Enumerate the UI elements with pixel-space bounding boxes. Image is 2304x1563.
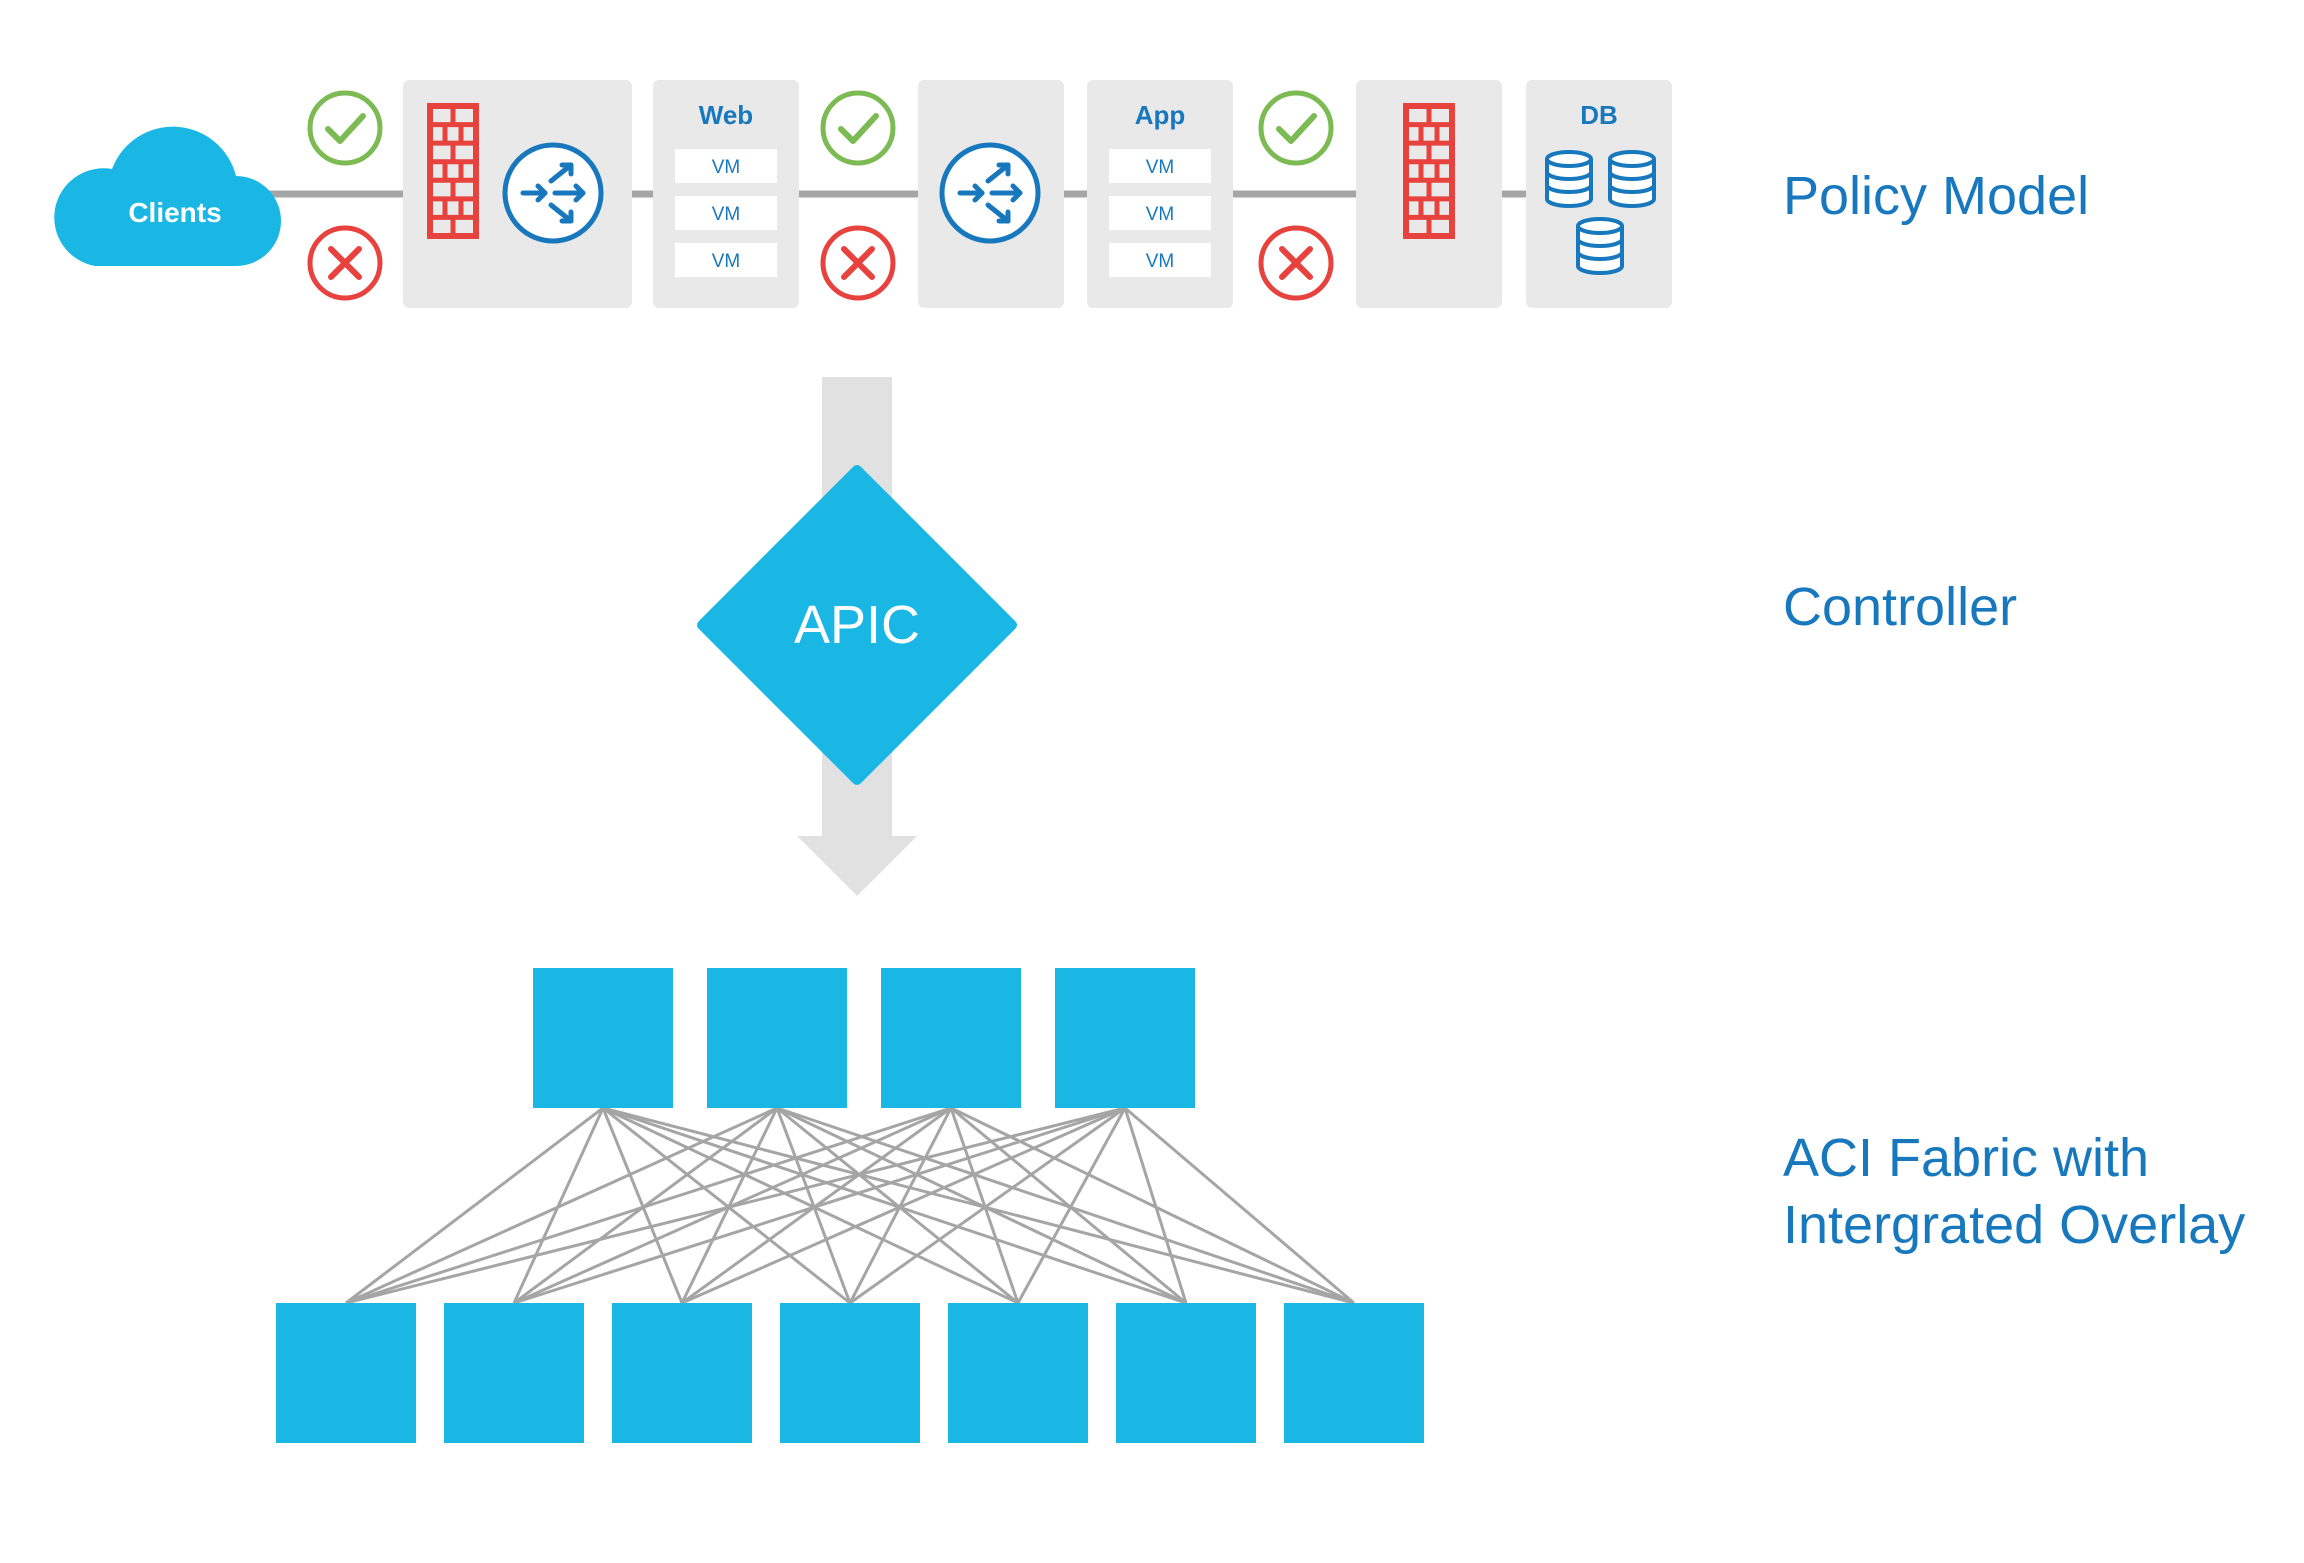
load-balancer-icon [942, 145, 1038, 241]
fabric-link [1123, 1107, 1188, 1304]
leaf-switch [948, 1303, 1088, 1443]
tier-label-policy-model: Policy Model [1783, 166, 2089, 226]
deny-icon [310, 228, 380, 298]
tier-label-fabric-line2: Intergrated Overlay [1783, 1195, 2245, 1255]
fabric-link [681, 1106, 1126, 1305]
database-icon [1576, 217, 1624, 275]
spine-switch [533, 968, 673, 1108]
vm-label: VM [1146, 204, 1175, 225]
deny-icon [1261, 228, 1331, 298]
allow-icon [1261, 93, 1331, 163]
vm-label: VM [1146, 157, 1175, 178]
leaf-switch [1116, 1303, 1256, 1443]
leaf-switch [444, 1303, 584, 1443]
clients-cloud: Clients [54, 126, 282, 267]
vm-box [675, 149, 777, 183]
vm-label: VM [712, 157, 741, 178]
tier-label-fabric-line1: ACI Fabric with [1783, 1128, 2149, 1188]
fabric-link [1016, 1107, 1127, 1304]
tier-label-controller: Controller [1783, 577, 2017, 637]
fabric-link [776, 1106, 1187, 1305]
spine-switch [881, 968, 1021, 1108]
app-tier-title: App [1135, 100, 1186, 130]
fabric-link [1124, 1106, 1355, 1305]
vm-label: VM [712, 204, 741, 225]
vm-label: VM [1146, 251, 1175, 272]
spine-switch [1055, 968, 1195, 1108]
database-icon [1608, 150, 1656, 208]
vm-box [1109, 149, 1211, 183]
fabric-link [849, 1106, 1126, 1305]
vm-box [1109, 243, 1211, 277]
fabric-link [602, 1106, 1187, 1305]
allow-icon [310, 93, 380, 163]
db-tier-panel: DB [1526, 80, 1672, 308]
vm-box [675, 243, 777, 277]
leaf-switches [276, 1303, 1424, 1443]
fabric-link [345, 1106, 604, 1305]
fabric-link [345, 1106, 952, 1305]
leaf-switch [780, 1303, 920, 1443]
fabric-link [776, 1106, 1355, 1305]
vm-label: VM [712, 251, 741, 272]
fabric-link [601, 1107, 684, 1304]
fabric-link [602, 1106, 1019, 1305]
app-tier-panel: App VM VM VM [1087, 80, 1233, 308]
fabric-link [513, 1106, 1126, 1305]
fabric-link [776, 1106, 1019, 1305]
fabric-link [950, 1106, 1355, 1305]
leaf-switch [276, 1303, 416, 1443]
db-tier-title: DB [1580, 100, 1618, 130]
web-tier-title: Web [699, 100, 753, 130]
spine-switch [707, 968, 847, 1108]
vm-box [1109, 196, 1211, 230]
database-icon [1545, 150, 1593, 208]
spine-switches [533, 968, 1195, 1108]
apic-controller: APIC [697, 465, 1017, 785]
fabric-links [345, 1106, 1355, 1305]
fabric-link [775, 1107, 852, 1304]
leaf-switch [612, 1303, 752, 1443]
clients-label: Clients [128, 197, 221, 228]
web-tier-panel: Web VM VM VM [653, 80, 799, 308]
load-balancer-icon [505, 145, 601, 241]
deny-icon [823, 228, 893, 298]
allow-icon [823, 93, 893, 163]
fabric-link [345, 1106, 1126, 1305]
apic-label: APIC [794, 595, 920, 655]
leaf-switch [1284, 1303, 1424, 1443]
fabric-link [602, 1106, 851, 1305]
fabric-link [949, 1107, 1020, 1304]
vm-box [675, 196, 777, 230]
fabric-link [345, 1106, 778, 1305]
